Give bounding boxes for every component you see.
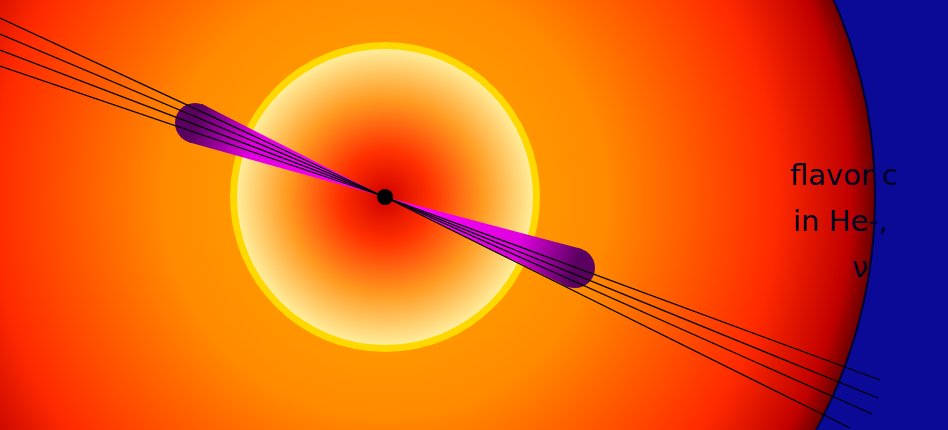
slide-text: ν [852, 252, 868, 284]
slide-text: in He-, [793, 206, 888, 238]
slide-text: flavor c [790, 160, 898, 192]
